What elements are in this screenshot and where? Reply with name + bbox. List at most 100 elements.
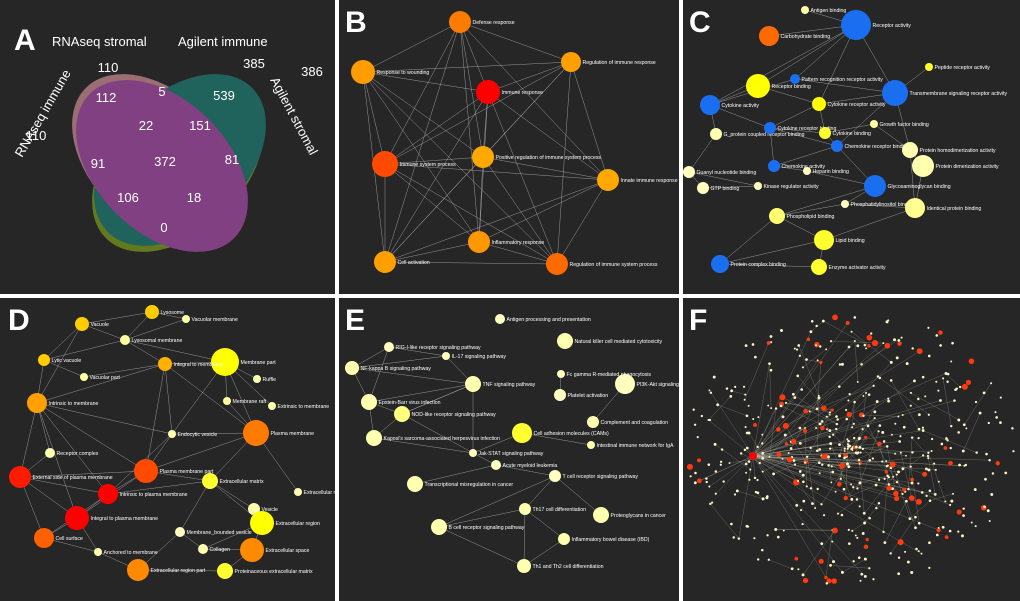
network-node <box>895 473 898 476</box>
network-node <box>700 414 704 418</box>
node-label: Platelet activation <box>568 393 609 399</box>
network-node <box>905 499 908 503</box>
network-edge <box>752 455 827 578</box>
network-node <box>805 358 808 361</box>
network-node <box>891 487 894 491</box>
network-node <box>821 463 824 466</box>
node-label: Lipid binding <box>836 238 865 244</box>
node-label: Cell activation <box>398 260 430 266</box>
network-node <box>949 503 952 507</box>
network-edge <box>36 363 166 404</box>
node-label: NF-kappa B signaling pathway <box>361 366 432 372</box>
network-node <box>753 476 757 480</box>
network-edge <box>43 323 83 361</box>
network-node <box>719 463 722 466</box>
node-membrane-bounded-vesicle <box>175 527 185 537</box>
node-label: IL-17 signaling pathway <box>452 354 507 360</box>
network-node <box>843 456 846 460</box>
network-node <box>884 470 888 474</box>
network-node <box>859 579 862 582</box>
network-edge <box>81 311 153 325</box>
network-node <box>795 503 799 507</box>
network-node <box>906 560 910 564</box>
network-node <box>744 344 748 347</box>
node-intestinal-immune-network-for-iga <box>587 441 595 449</box>
network-edge <box>964 383 992 425</box>
network-node <box>780 329 783 332</box>
network-node <box>816 449 819 453</box>
network-node <box>917 521 921 525</box>
network-node <box>735 489 739 493</box>
network-edge <box>802 349 827 368</box>
network-node <box>904 550 907 553</box>
network-node <box>798 441 802 445</box>
network-node <box>707 463 711 466</box>
network-node <box>970 521 973 524</box>
network-node <box>832 560 836 564</box>
network-edge <box>351 367 474 385</box>
network-node <box>806 337 811 342</box>
network-node <box>950 499 954 503</box>
node-pi3k-akt-signaling <box>615 374 635 394</box>
network-node <box>784 442 789 446</box>
network-edge <box>793 394 837 425</box>
network-node <box>863 544 869 550</box>
network-node <box>887 399 891 403</box>
network-edge <box>124 318 187 341</box>
node-label: Transmembrane signaling receptor activit… <box>910 91 1008 97</box>
node-acute-myeloid-leukemia <box>491 460 501 470</box>
node-label: Peptide receptor activity <box>935 65 991 71</box>
network-node <box>897 572 901 576</box>
network-node <box>871 340 879 347</box>
network-edge <box>708 396 731 421</box>
network-node <box>921 426 925 429</box>
network-node <box>897 341 902 346</box>
network-node <box>937 389 940 392</box>
network-edge <box>688 133 717 173</box>
panel-label-a: A <box>14 24 36 57</box>
node-label: Protein dimerization activity <box>936 164 1000 170</box>
network-edge <box>806 359 821 363</box>
network-edge <box>137 569 226 572</box>
network-node <box>825 415 828 418</box>
network-edge <box>768 559 793 569</box>
node-label: Enzyme activator activity <box>829 265 886 271</box>
node-antigen-binding <box>801 6 809 14</box>
node-nf-kappa-b-signaling-pathway <box>345 361 359 375</box>
network-node <box>894 422 897 425</box>
node-il-17-signaling-pathway <box>442 352 450 360</box>
network-node <box>696 478 702 484</box>
network-edge <box>864 476 894 514</box>
network-node <box>851 426 854 429</box>
network-node <box>776 452 782 458</box>
node-identical-protein-binding <box>905 198 925 218</box>
network-node <box>944 372 948 375</box>
network-edge <box>769 127 838 147</box>
node-label: Intestinal immune network for IgA <box>597 443 675 449</box>
network-node <box>887 319 890 322</box>
network-edge <box>847 418 875 440</box>
network-node <box>897 539 904 546</box>
network-edge <box>910 466 920 524</box>
network-edge <box>752 446 888 457</box>
network-node <box>893 490 899 497</box>
network-edge <box>702 185 759 189</box>
network-node <box>927 451 930 454</box>
network-node <box>935 380 938 383</box>
network-node <box>752 418 755 421</box>
network-edge <box>928 457 990 461</box>
network-node <box>809 487 813 490</box>
node-label: Extracellular matrix <box>220 479 265 485</box>
node-label: Acute myeloid leukemia <box>503 463 558 469</box>
network-node <box>948 529 952 533</box>
node-label: Phospholipid binding <box>787 214 835 220</box>
node-cell-surface <box>34 528 54 548</box>
node-label: Jak-STAT signaling pathway <box>479 451 544 457</box>
network-edge <box>906 501 916 528</box>
network-node <box>801 522 804 526</box>
node-extrinsic-to-membrane <box>268 402 276 410</box>
network-edge <box>145 363 166 472</box>
network-node <box>830 481 833 484</box>
